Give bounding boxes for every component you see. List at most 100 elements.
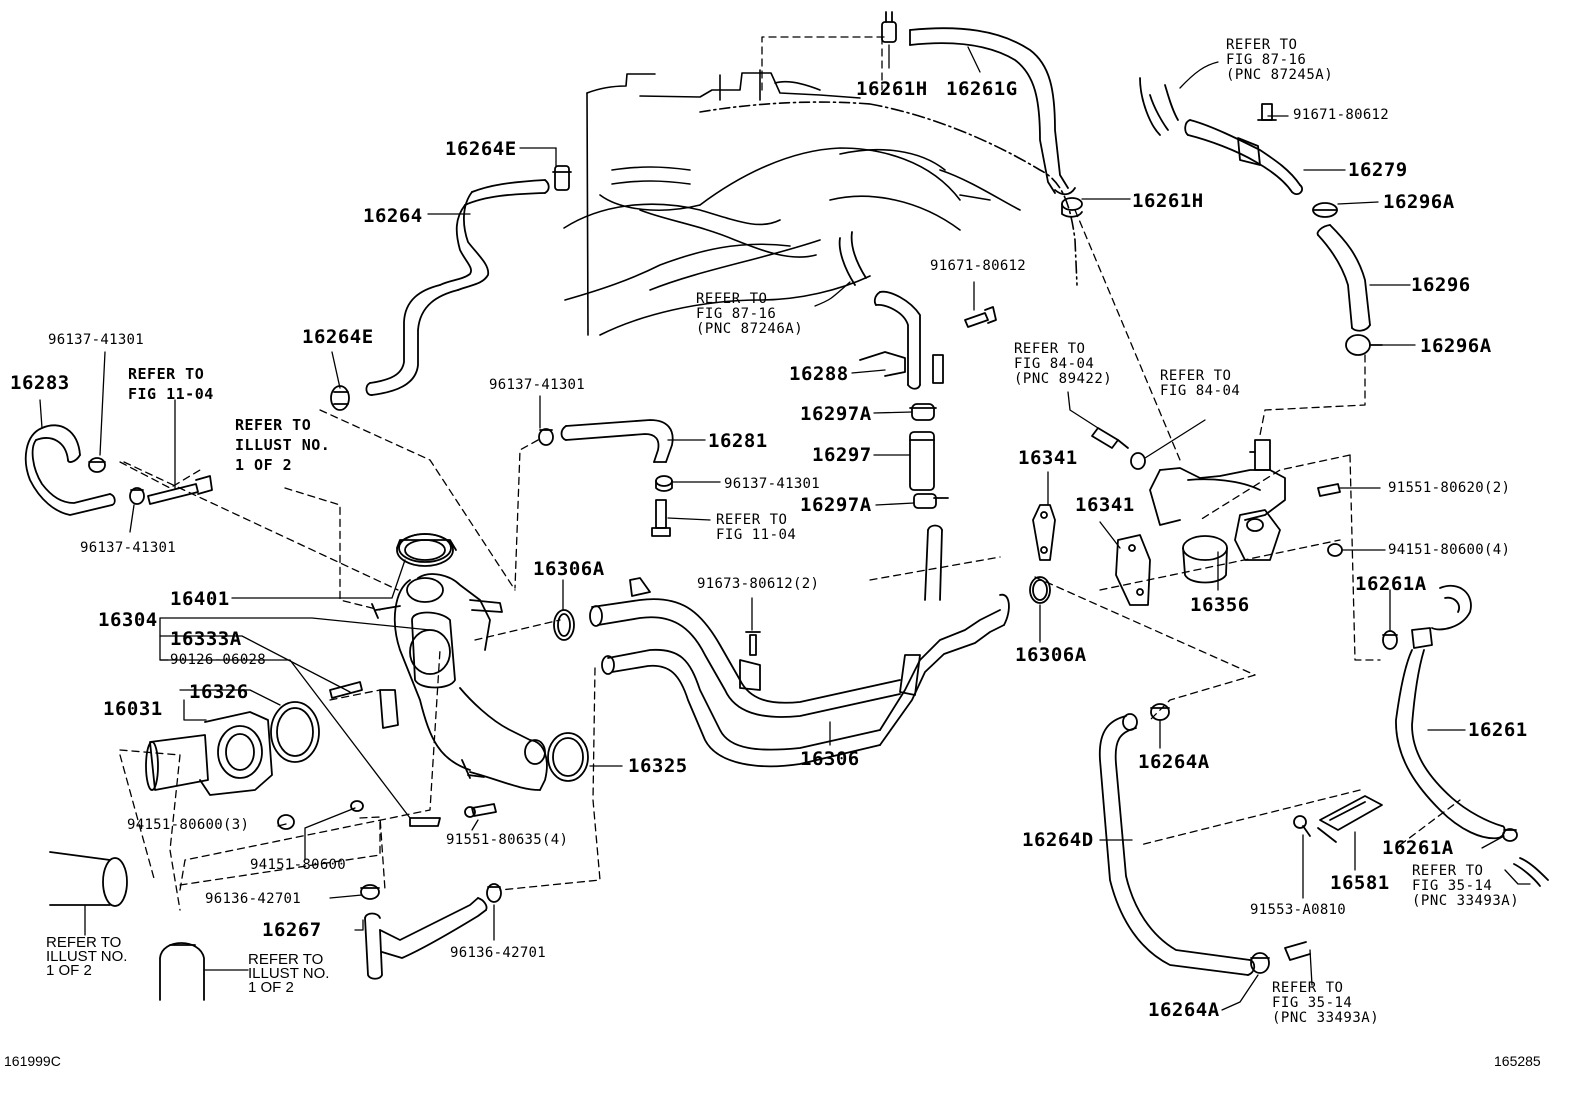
ref-illust-no-1of2-bl2: REFER TO ILLUST NO. 1 OF 2 bbox=[248, 951, 330, 996]
clip-16296A-top bbox=[1313, 203, 1337, 217]
clip-16264E-mid bbox=[331, 386, 349, 410]
diagram-code-right: 165285 bbox=[1494, 1053, 1541, 1069]
label-91551-80620: 91551-80620(2) bbox=[1388, 480, 1511, 496]
bolt-91553-A0810 bbox=[1294, 816, 1310, 836]
label-16264A-top: 16264A bbox=[1138, 751, 1210, 773]
label-16341-b: 16341 bbox=[1075, 494, 1135, 516]
pipe-16306 bbox=[590, 526, 1009, 767]
label-16267: 16267 bbox=[262, 919, 322, 941]
label-94151-80600: 94151-80600 bbox=[250, 857, 347, 873]
hose-16264D bbox=[1100, 714, 1254, 975]
label-16306A-right: 16306A bbox=[1015, 644, 1087, 666]
label-16261H-mid: 16261H bbox=[1132, 190, 1204, 212]
ref-fig84-04-pnc89422: REFER TO FIG 84-04 (PNC 89422) bbox=[1014, 341, 1113, 387]
pipe-stub-bottom-left bbox=[50, 852, 204, 1000]
label-16264D: 16264D bbox=[1022, 829, 1094, 851]
ref-fig35-14-bottom: REFER TO FIG 35-14 (PNC 33493A) bbox=[1272, 980, 1380, 1026]
clip-16264A-top bbox=[1151, 704, 1169, 720]
intake-manifold-outline bbox=[564, 70, 1077, 335]
clip-16264E-top bbox=[553, 166, 571, 190]
hose-16296 bbox=[1318, 225, 1370, 331]
fitting-pipe-left bbox=[148, 476, 212, 504]
label-16261A-bot: 16261A bbox=[1382, 837, 1454, 859]
hose-16281 bbox=[562, 420, 673, 462]
bolt-91551-80635 bbox=[465, 804, 496, 817]
label-16306: 16306 bbox=[800, 748, 860, 770]
label-16297A-top: 16297A bbox=[800, 403, 872, 425]
ref-fig11-04-mid: REFER TO FIG 11-04 bbox=[716, 512, 797, 543]
label-16297A-bot: 16297A bbox=[800, 494, 872, 516]
bracket-16581 bbox=[1318, 796, 1382, 842]
label-16281: 16281 bbox=[708, 430, 768, 452]
clip-96136-b bbox=[487, 884, 501, 902]
ref-illust-no-1of2-bl1: REFER TO ILLUST NO. 1 OF 2 bbox=[46, 934, 128, 979]
label-96137-41301-d: 96137-41301 bbox=[724, 476, 821, 492]
label-16356: 16356 bbox=[1190, 594, 1250, 616]
label-91673-80612: 91673-80612(2) bbox=[697, 576, 820, 592]
oring-16306A-right bbox=[1030, 577, 1050, 603]
pipe-16288 bbox=[840, 232, 943, 389]
label-16283: 16283 bbox=[10, 372, 70, 394]
label-94151-80600-4: 94151-80600(4) bbox=[1388, 542, 1511, 558]
label-16296A-bot: 16296A bbox=[1420, 335, 1492, 357]
label-91553-A0810: 91553-A0810 bbox=[1250, 902, 1347, 918]
ref-fig84-04: REFER TO FIG 84-04 bbox=[1160, 368, 1241, 399]
water-outlet-16356 bbox=[1150, 440, 1285, 583]
label-96136-42701-a: 96136-42701 bbox=[205, 891, 302, 907]
hose-16297 bbox=[910, 404, 948, 508]
clip-16261H-top bbox=[882, 12, 896, 42]
label-16306A-left: 16306A bbox=[533, 558, 605, 580]
water-inlet-16031 bbox=[146, 712, 272, 795]
label-16325: 16325 bbox=[628, 755, 688, 777]
assembly-dashed-lines bbox=[120, 37, 1460, 910]
clip-96137-c bbox=[539, 429, 553, 445]
clip-96136-a bbox=[361, 885, 379, 899]
nut-94151-80600 bbox=[351, 801, 363, 811]
label-91671-80612-top: 91671-80612 bbox=[1293, 107, 1390, 123]
oring-16306A-left bbox=[554, 610, 574, 640]
hose-16264 bbox=[366, 180, 548, 395]
label-16297: 16297 bbox=[812, 444, 872, 466]
hose-left-of-16279 bbox=[1140, 78, 1178, 135]
ref-fig11-04-left: REFER TO FIG 11-04 bbox=[128, 365, 214, 403]
gasket-16341-b bbox=[1116, 535, 1150, 605]
label-96137-41301-b: 96137-41301 bbox=[80, 540, 177, 556]
label-16296A-top: 16296A bbox=[1383, 191, 1455, 213]
bolt-91673-80612 bbox=[746, 632, 760, 655]
hose-16283 bbox=[26, 425, 115, 515]
bolt-91671-top bbox=[1258, 104, 1276, 120]
label-16279: 16279 bbox=[1348, 159, 1408, 181]
clip-16264A-bot bbox=[1251, 953, 1269, 973]
stud-16333A bbox=[330, 682, 362, 698]
pipe-stub-fig35-14 bbox=[1285, 942, 1310, 960]
ref-fig87-16-pnc87245a: REFER TO FIG 87-16 (PNC 87245A) bbox=[1226, 37, 1334, 83]
bolt-fig11-04 bbox=[652, 500, 670, 536]
label-16261A-top: 16261A bbox=[1355, 573, 1427, 595]
clip-16296A-bot bbox=[1346, 335, 1382, 355]
label-96137-41301-c: 96137-41301 bbox=[489, 377, 586, 393]
label-91551-80635: 91551-80635(4) bbox=[446, 832, 569, 848]
gasket-16326 bbox=[271, 702, 319, 762]
label-94151-80600-3: 94151-80600(3) bbox=[127, 817, 250, 833]
label-16264E-top: 16264E bbox=[445, 138, 517, 160]
hose-16261G bbox=[910, 28, 1075, 194]
clip-96137-a bbox=[89, 458, 105, 472]
label-16288: 16288 bbox=[789, 363, 849, 385]
ref-fig87-16-pnc87246a: REFER TO FIG 87-16 (PNC 87246A) bbox=[696, 291, 804, 337]
hose-16261 bbox=[1396, 586, 1505, 838]
oring-16325 bbox=[548, 733, 588, 781]
clip-96137-d bbox=[656, 476, 672, 491]
label-16261: 16261 bbox=[1468, 719, 1528, 741]
clip-96137-b bbox=[130, 488, 144, 504]
cap-16401 bbox=[399, 534, 451, 562]
label-96136-42701-b: 96136-42701 bbox=[450, 945, 547, 961]
ref-illust-no-1of2-top: REFER TO ILLUST NO. 1 OF 2 bbox=[235, 416, 331, 474]
hose-16267 bbox=[365, 898, 487, 979]
label-16031: 16031 bbox=[103, 698, 163, 720]
clip-16261A-top bbox=[1383, 631, 1397, 649]
diagram-code-left: 161999C bbox=[4, 1053, 61, 1069]
label-16261G: 16261G bbox=[946, 78, 1018, 100]
label-16264A-bot: 16264A bbox=[1148, 999, 1220, 1021]
label-96137-41301-a: 96137-41301 bbox=[48, 332, 145, 348]
